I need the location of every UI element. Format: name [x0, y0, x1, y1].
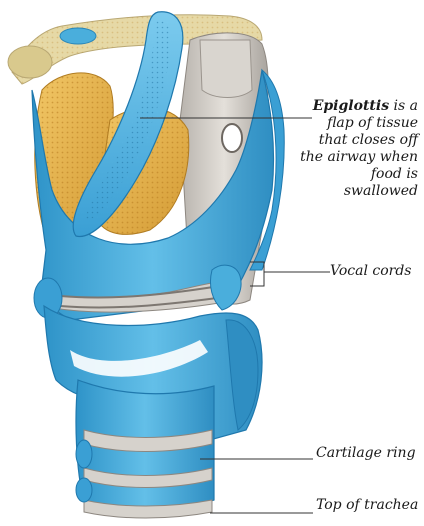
trachea	[76, 380, 214, 518]
epiglottis-label: Epiglottis is a flap of tissue that clos…	[300, 98, 418, 200]
cartilage-ring-label: Cartilage ring	[316, 445, 416, 462]
vocal-cords-label: Vocal cords	[330, 263, 411, 280]
top-of-trachea-label: Top of trachea	[316, 497, 418, 514]
epiglottis-term: Epiglottis	[313, 98, 389, 114]
